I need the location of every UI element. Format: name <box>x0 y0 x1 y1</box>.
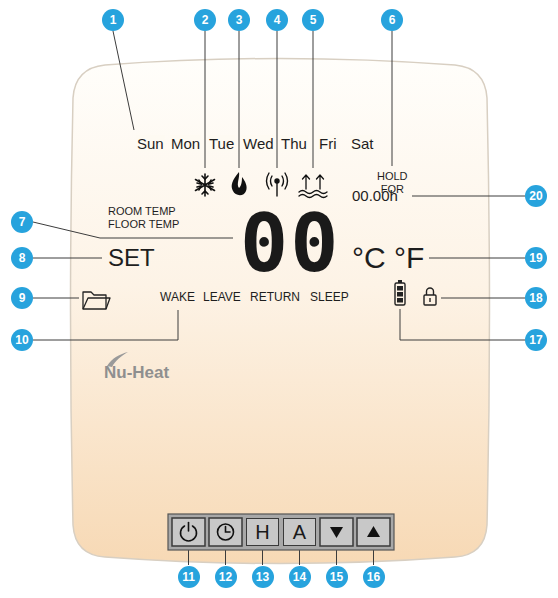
snowflake-icon <box>196 174 215 196</box>
time-readout: 00.00h <box>352 187 398 204</box>
leader-line <box>33 310 178 340</box>
flame-icon <box>232 172 247 195</box>
temperature-digits: 00 <box>240 204 340 284</box>
day-label: Fri <box>318 135 338 152</box>
day-label: Mon <box>170 135 201 152</box>
leader-line <box>412 196 525 197</box>
floor-heating-icon <box>299 175 327 198</box>
callout-number: 10 <box>11 329 33 351</box>
day-label: Wed <box>242 135 275 152</box>
callout-number: 12 <box>215 566 237 588</box>
period-label: SLEEP <box>310 291 349 305</box>
leader-line <box>441 298 525 299</box>
callout-number: 2 <box>194 9 216 31</box>
callout-number: 13 <box>252 566 274 588</box>
callout-number: 19 <box>525 247 547 269</box>
callout-number: 18 <box>525 287 547 309</box>
down-arrow-symbol <box>330 527 343 538</box>
callout-number: 9 <box>11 287 33 309</box>
callout-number: 7 <box>11 211 33 233</box>
callout-number: 8 <box>11 247 33 269</box>
up-button <box>357 518 390 546</box>
day-label: Sat <box>350 135 375 152</box>
callout-number: 14 <box>289 566 311 588</box>
battery-icon <box>395 280 405 305</box>
up-arrow-symbol <box>367 526 380 537</box>
callout-number: 6 <box>381 9 403 31</box>
power-symbol <box>181 523 197 541</box>
callout-number: 15 <box>326 566 348 588</box>
sensor-indicator: FLOOR TEMP <box>108 218 179 231</box>
leader-line <box>313 31 314 168</box>
button-key: A <box>283 518 316 546</box>
leader-line <box>205 31 206 168</box>
holiday-folder-icon <box>83 292 110 309</box>
callout-number: 1 <box>102 9 124 31</box>
day-label: Thu <box>280 135 308 152</box>
period-label: RETURN <box>250 291 300 305</box>
day-label: Sun <box>136 135 165 152</box>
button-bar <box>168 514 394 550</box>
leader-line <box>392 31 393 166</box>
set-indicator: SET <box>108 244 155 272</box>
callout-number: 16 <box>363 566 385 588</box>
antenna-icon <box>267 173 288 196</box>
leader-line <box>33 298 79 299</box>
leader-line <box>429 258 525 259</box>
period-label: LEAVE <box>203 291 241 305</box>
button-letter: H <box>255 522 269 542</box>
callout-number: 4 <box>266 9 288 31</box>
clock-symbol <box>218 524 234 540</box>
brand-logo: Nu-Heat <box>104 363 169 383</box>
period-label: WAKE <box>160 291 195 305</box>
thermostat-housing <box>71 59 490 564</box>
callout-number: 3 <box>228 9 250 31</box>
leader-line <box>113 31 134 130</box>
callout-number: 17 <box>525 329 547 351</box>
sensor-indicator: ROOM TEMP <box>108 205 176 218</box>
leader-lines <box>33 31 525 565</box>
leader-line <box>33 258 102 259</box>
leader-line <box>277 31 278 168</box>
day-label: Tue <box>208 135 235 152</box>
callout-number: 20 <box>525 185 547 207</box>
button-letter: A <box>293 522 306 542</box>
callout-number: 11 <box>178 566 200 588</box>
clock-button <box>209 518 242 546</box>
unit-label: °F <box>394 241 424 276</box>
leader-line <box>400 309 525 340</box>
button-key: H <box>246 518 279 546</box>
lock-icon <box>424 288 436 305</box>
power-button <box>172 518 205 546</box>
unit-label: °C <box>352 241 386 276</box>
callout-number: 5 <box>302 9 324 31</box>
leader-line <box>239 31 240 168</box>
down-button <box>320 518 353 546</box>
